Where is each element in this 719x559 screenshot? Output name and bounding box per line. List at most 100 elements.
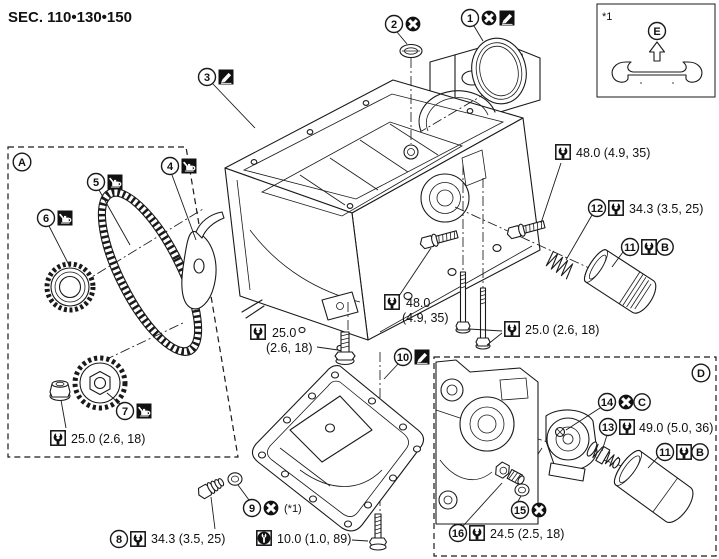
washer-footnote: (*1): [284, 503, 302, 515]
svg-text:12: 12: [591, 203, 603, 215]
svg-text:15: 15: [514, 505, 526, 517]
do-not-reuse-icon: [405, 16, 421, 32]
inset-note: *1: [602, 11, 612, 23]
callout-11-top: 11 B: [620, 237, 674, 257]
callout-16: 16 24.5 (2.5, 18): [448, 523, 564, 543]
svg-text:25.0 (2.6, 18): 25.0 (2.6, 18): [525, 323, 599, 337]
callout-13: 13 49.0 (5.0, 36): [598, 417, 713, 437]
svg-text:A: A: [18, 157, 26, 169]
svg-text:11: 11: [624, 242, 636, 254]
relief-plug-drawing: [495, 461, 525, 485]
do-not-reuse-icon: [263, 500, 279, 516]
svg-text:48.0 (4.9, 35): 48.0 (4.9, 35): [576, 146, 650, 160]
view-e-badge: [647, 21, 667, 41]
svg-text:1: 1: [467, 13, 473, 25]
bolt-long-2-drawing: [475, 287, 491, 350]
callout-4: 4: [160, 156, 197, 176]
do-not-reuse-icon: [481, 10, 497, 26]
svg-text:13: 13: [602, 422, 614, 434]
torque-wrench-icon: [50, 430, 66, 446]
callout-6: 6: [36, 208, 73, 228]
apply-sealant-icon: [499, 10, 515, 26]
torque-pan-bolt-center: 25.0 (2.6, 18): [250, 324, 313, 355]
apply-sealant-icon: [414, 349, 430, 365]
svg-text:49.0 (5.0, 36): 49.0 (5.0, 36): [639, 421, 713, 435]
svg-text:16: 16: [452, 528, 464, 540]
bolt-short-center-drawing: [334, 331, 356, 366]
callout-7: 7: [115, 401, 152, 421]
o-ring-drawing: [399, 43, 423, 59]
callout-8: 8 34.3 (3.5, 25): [109, 529, 225, 549]
cylinder-block-partial-drawing: [435, 359, 539, 525]
svg-text:14: 14: [601, 397, 614, 409]
area-d-boundary: [433, 356, 717, 557]
svg-text:9: 9: [249, 503, 255, 515]
svg-text:E: E: [653, 26, 660, 38]
oil-filter-bottom-drawing: [613, 450, 694, 523]
filter-connector-spring-drawing: [545, 250, 574, 280]
leader-lines: [48, 25, 659, 542]
callout-5: 5: [86, 172, 123, 192]
torque-wrench-icon: [469, 525, 485, 541]
callout-14: 14 C: [597, 392, 651, 412]
svg-text:10: 10: [397, 352, 409, 364]
svg-text:48.0: 48.0: [406, 296, 430, 310]
relief-washer-drawing: [514, 483, 530, 497]
callout-2: 2: [384, 14, 421, 34]
torque-pump-sprocket-nut: 25.0 (2.6, 18): [50, 430, 145, 446]
svg-text:5: 5: [93, 177, 99, 189]
torque-wrench-icon: [250, 324, 266, 340]
torque-oil-pan-bolt: 10.0 (1.0, 89): [256, 530, 351, 546]
svg-text:34.3 (3.5, 25): 34.3 (3.5, 25): [151, 532, 225, 546]
inset-box: *1 E: [596, 3, 716, 98]
svg-text:6: 6: [43, 213, 49, 225]
area-d-label: D: [691, 363, 711, 383]
area-a-boundary: [7, 146, 239, 458]
do-not-reuse-icon: [531, 502, 547, 518]
torque-wrench-icon-dark: [256, 530, 272, 546]
apply-sealant-icon: [218, 69, 234, 85]
callout-12: 12 34.3 (3.5, 25): [587, 198, 703, 218]
svg-text:C: C: [638, 397, 646, 409]
torque-wrench-icon: [130, 531, 146, 547]
svg-text:2: 2: [391, 19, 397, 31]
timing-chain-drawing: [97, 188, 203, 356]
svg-text:7: 7: [122, 406, 128, 418]
block-bolt-left-drawing: [419, 230, 459, 250]
oil-pan-lower-drawing: [251, 365, 425, 532]
apply-oil-icon: [107, 174, 123, 190]
oil-filter-top-drawing: [583, 249, 657, 314]
callout-1: 1: [460, 8, 515, 28]
svg-text:(2.6, 18): (2.6, 18): [266, 341, 313, 355]
rear-oil-seal-drawing: [471, 37, 527, 105]
svg-text:B: B: [661, 242, 669, 254]
crank-sprocket-drawing: [44, 261, 96, 313]
pan-bolt-drawing: [368, 513, 388, 551]
apply-oil-icon: [57, 210, 73, 226]
svg-text:24.5 (2.5, 18): 24.5 (2.5, 18): [490, 527, 564, 541]
callout-9: 9 (*1): [242, 498, 302, 518]
callout-11-bottom: 11 B: [655, 442, 709, 462]
callout-10: 10: [393, 347, 430, 367]
chain-tensioner-drawing: [181, 211, 225, 310]
cooler-connector-drawing: [586, 441, 621, 469]
torque-wrench-icon: [676, 444, 692, 460]
apply-oil-icon: [136, 403, 152, 419]
do-not-reuse-icon: [618, 394, 634, 410]
apply-oil-icon: [181, 158, 197, 174]
svg-text:8: 8: [116, 534, 122, 546]
bracket-bolt-drawing: [554, 426, 566, 438]
svg-text:D: D: [697, 368, 705, 380]
section-title: SEC. 110•130•150: [8, 9, 132, 26]
torque-block-bolt-center: 48.0 (4.9, 35): [384, 294, 449, 325]
torque-wrench-icon: [555, 144, 571, 160]
svg-text:34.3 (3.5, 25): 34.3 (3.5, 25): [629, 202, 703, 216]
torque-wrench-icon: [504, 321, 520, 337]
svg-text:25.0 (2.6, 18): 25.0 (2.6, 18): [71, 432, 145, 446]
torque-pan-long-bolts: 25.0 (2.6, 18): [504, 321, 599, 337]
baffle-cross-section-drawing: [611, 61, 703, 84]
svg-text:3: 3: [204, 72, 210, 84]
svg-text:(4.9, 35): (4.9, 35): [402, 311, 449, 325]
up-arrow-icon: [648, 41, 666, 62]
